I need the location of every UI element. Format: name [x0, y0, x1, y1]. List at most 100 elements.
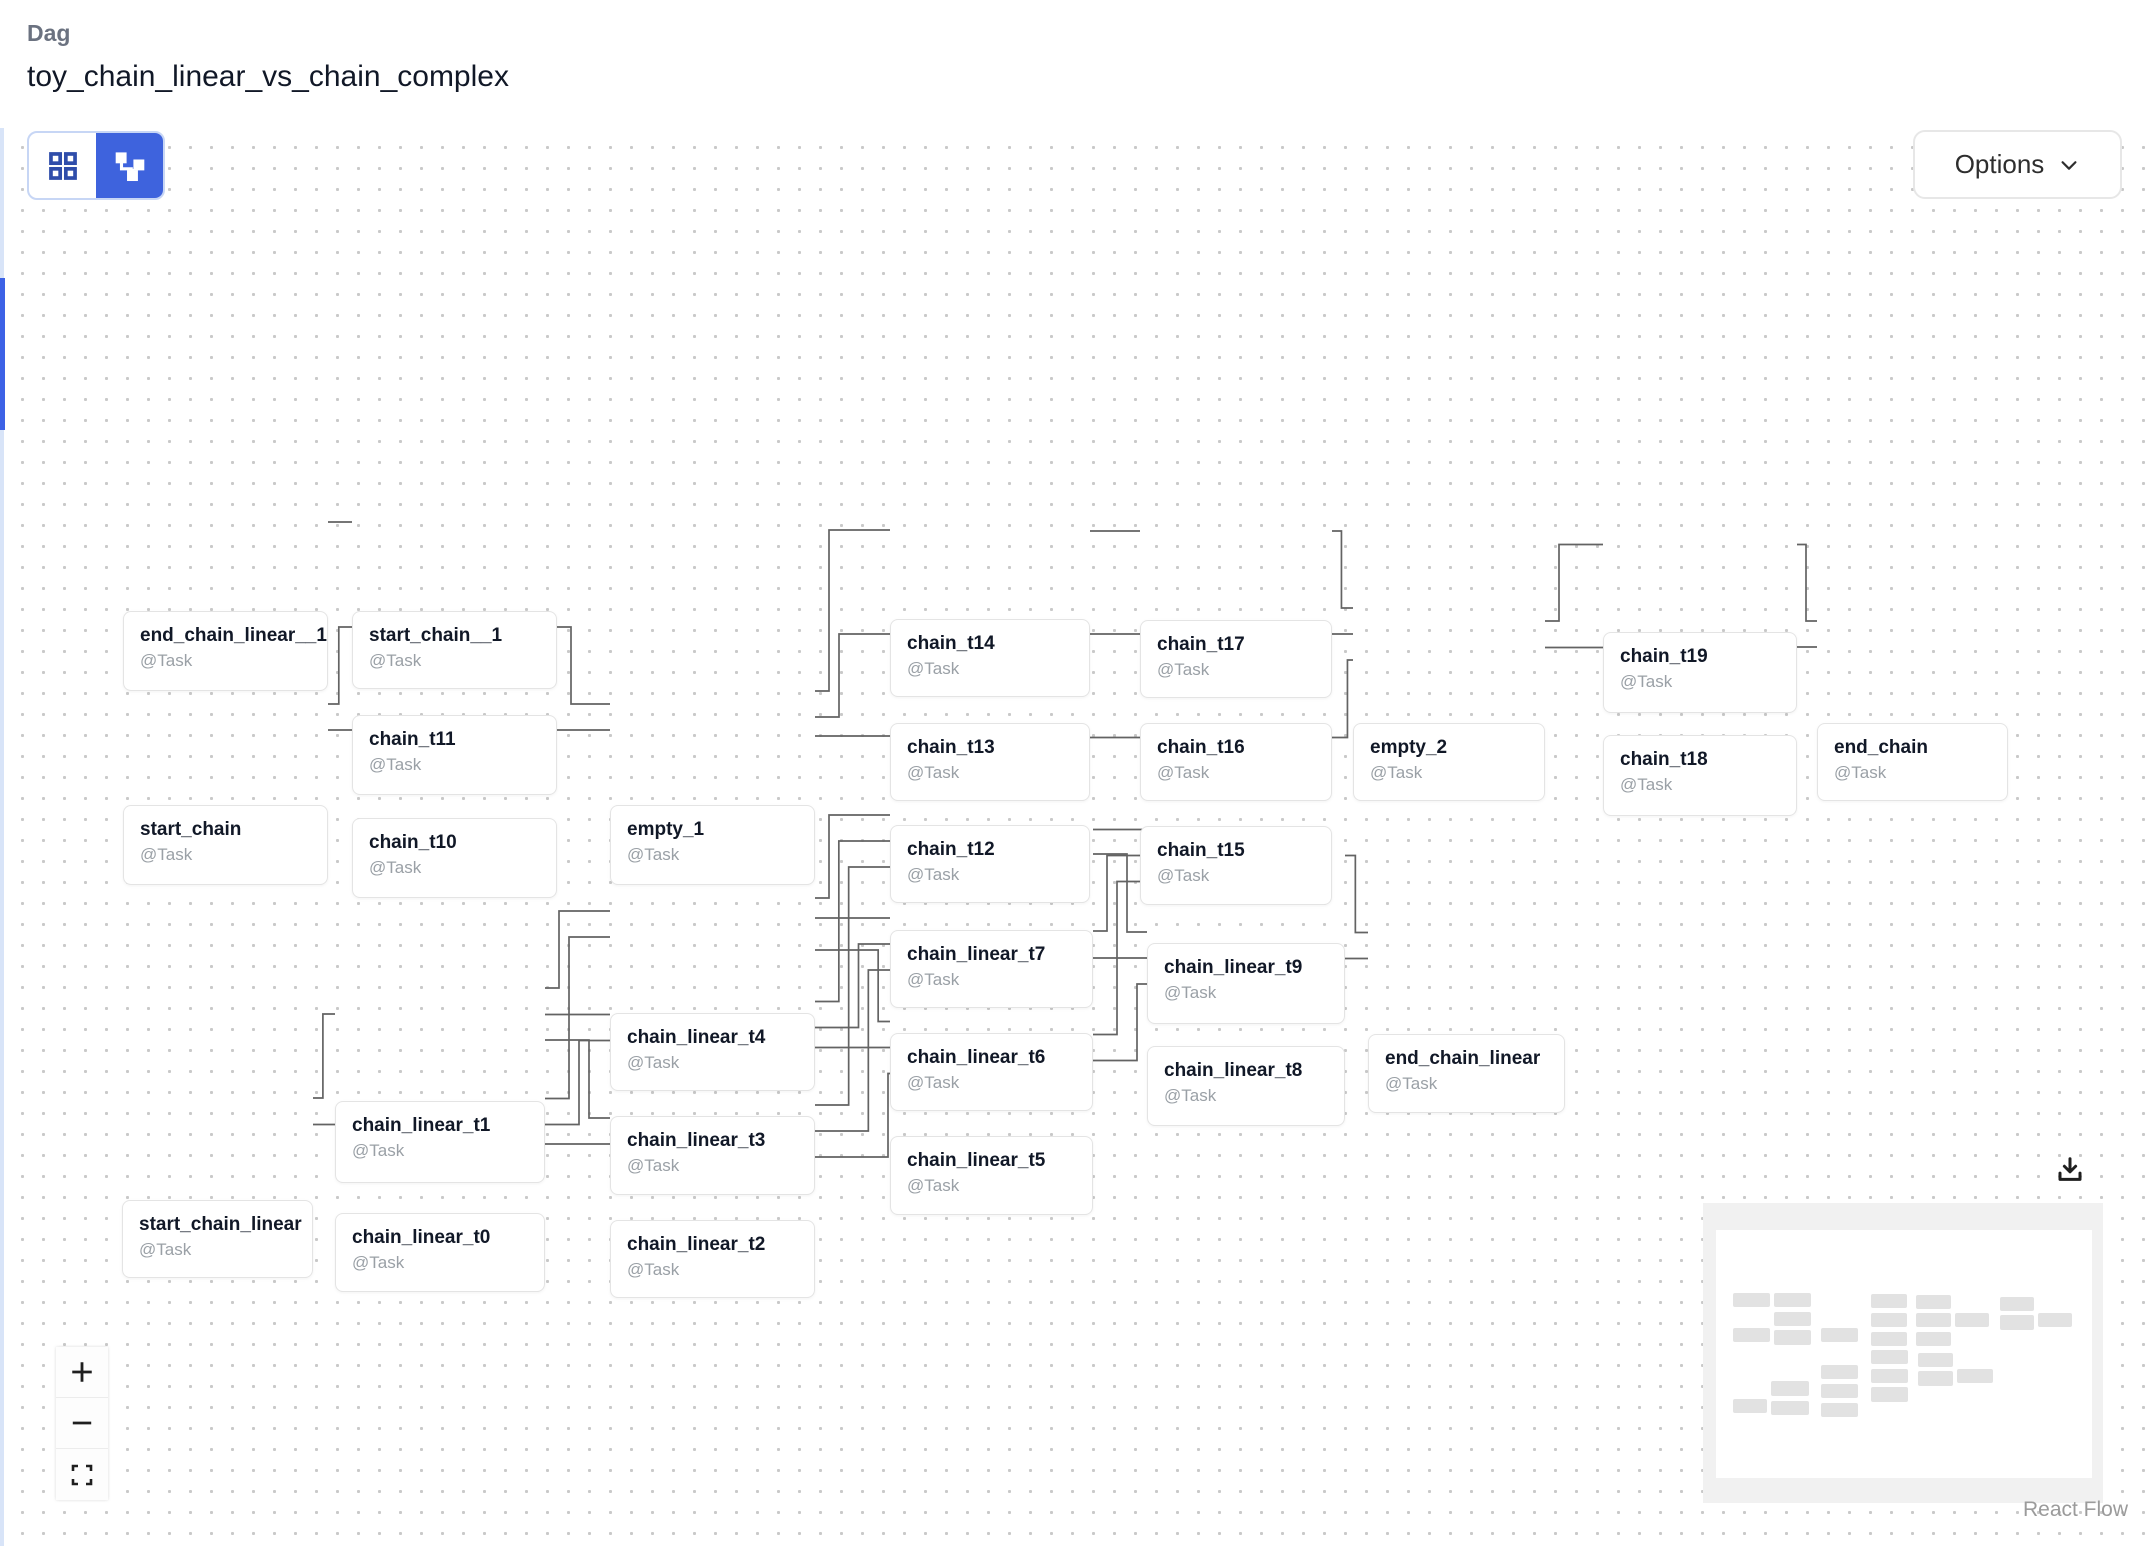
node-title: chain_linear_t1 [352, 1115, 491, 1136]
minimap-node [1871, 1350, 1908, 1365]
node-empty_2[interactable]: empty_2@Task [1353, 723, 1545, 801]
node-subtitle: @Task [369, 651, 422, 670]
node-chain_linear_t8[interactable]: chain_linear_t8@Task [1147, 1046, 1345, 1126]
node-chain_linear_t9[interactable]: chain_linear_t9@Task [1147, 943, 1345, 1024]
node-subtitle: @Task [907, 763, 960, 782]
node-start_chain[interactable]: start_chain@Task [123, 805, 328, 885]
edge [815, 529, 890, 692]
node-subtitle: @Task [1620, 672, 1673, 691]
node-chain_t10[interactable]: chain_t10@Task [352, 818, 557, 898]
download-image-button[interactable] [2048, 1148, 2092, 1192]
node-chain_linear_t0[interactable]: chain_linear_t0@Task [335, 1213, 545, 1292]
minimap-node [1733, 1399, 1768, 1413]
node-subtitle: @Task [907, 659, 960, 678]
view-toggle-group [27, 131, 165, 200]
node-start_chain__1[interactable]: start_chain__1 @Task [352, 611, 557, 689]
node-start_chain_linear[interactable]: start_chain_linear@Task [122, 1200, 313, 1278]
node-title: chain_t11 [369, 729, 456, 750]
node-subtitle: @Task [352, 1141, 405, 1160]
node-chain_linear_t3[interactable]: chain_linear_t3@Task [610, 1116, 815, 1195]
edge [1545, 543, 1603, 622]
page-title: toy_chain_linear_vs_chain_complex [27, 60, 509, 93]
node-chain_linear_t2[interactable]: chain_linear_t2@Task [610, 1220, 815, 1298]
minimap-node [1954, 1313, 1990, 1328]
node-subtitle: @Task [1620, 775, 1673, 794]
edge [1332, 659, 1353, 739]
edge-layer [313, 521, 1817, 1158]
node-chain_linear_t5[interactable]: chain_linear_t5 @Task [890, 1136, 1093, 1215]
chevron-down-icon [2061, 160, 2077, 170]
node-subtitle: @Task [907, 970, 960, 989]
minimap-node [1774, 1330, 1812, 1345]
flow-canvas[interactable]: end_chain_linear__1 @Task start_chain__1 @T… [0, 128, 2148, 1546]
edge [815, 969, 890, 1132]
edge [557, 626, 610, 705]
node-chain_linear_t4[interactable]: chain_linear_t4@Task [610, 1013, 815, 1091]
node-chain_t15[interactable]: chain_t15@Task [1140, 826, 1332, 905]
node-end_chain_linear[interactable]: end_chain_linear @Task [1368, 1034, 1565, 1113]
node-chain_linear_t6[interactable]: chain_linear_t6@Task [890, 1033, 1093, 1111]
node-subtitle: @Task [369, 755, 422, 774]
minimap-node [1771, 1401, 1810, 1416]
node-chain_t18[interactable]: chain_t18@Task [1603, 735, 1797, 816]
left-scrollbar-thumb[interactable] [0, 278, 5, 430]
node-subtitle: @Task [352, 1253, 405, 1272]
node-chain_t19[interactable]: chain_t19@Task [1603, 632, 1797, 713]
node-title: end_chain_linear__1 [140, 625, 327, 646]
edge [815, 943, 890, 1029]
edge [545, 1039, 610, 1126]
node-subtitle: @Task [627, 1156, 680, 1175]
zoom-controls [56, 1347, 108, 1500]
grid-view-button[interactable] [29, 133, 96, 198]
node-empty_1[interactable]: empty_1@Task [610, 805, 815, 885]
edge [815, 633, 890, 718]
node-subtitle: @Task [1385, 1074, 1438, 1093]
minimap[interactable] [1703, 1203, 2103, 1503]
zoom-out-button[interactable] [56, 1398, 108, 1449]
node-chain_t16[interactable]: chain_t16 @Task [1140, 723, 1332, 801]
graph-view-button[interactable] [96, 133, 163, 198]
node-title: start_chain__1 [369, 625, 503, 646]
download-icon [2058, 1157, 2082, 1181]
fit-view-icon [71, 1464, 93, 1485]
edge [815, 840, 890, 1003]
minimap-node [1820, 1383, 1858, 1398]
plus-icon [72, 1362, 92, 1382]
node-chain_t11[interactable]: chain_t11 @Task [352, 715, 557, 795]
node-chain_t17[interactable]: chain_t17@Task [1140, 620, 1332, 698]
fit-view-button[interactable] [56, 1449, 108, 1500]
node-subtitle: @Task [1834, 763, 1887, 782]
node-chain_t12[interactable]: chain_t12@Task [890, 825, 1090, 903]
minimap-node [1999, 1296, 2035, 1312]
node-title: chain_t15 [1157, 840, 1245, 861]
node-end_chain[interactable]: end_chain @Task [1817, 723, 2008, 801]
react-flow-attribution[interactable]: React Flow [2022, 1498, 2128, 1521]
node-chain_linear_t1[interactable]: chain_linear_t1 @Task [335, 1101, 545, 1183]
node-subtitle: @Task [907, 1176, 960, 1195]
node-chain_t14[interactable]: chain_t14@Task [890, 619, 1090, 697]
node-title: start_chain [140, 819, 242, 840]
edge [1093, 854, 1147, 932]
node-subtitle: @Task [1157, 763, 1210, 782]
node-chain_t13[interactable]: chain_t13@Task [890, 723, 1090, 801]
node-subtitle: @Task [1370, 763, 1423, 782]
node-title: end_chain [1834, 737, 1928, 758]
node-end_chain_linear__1[interactable]: end_chain_linear__1 @Task [123, 611, 328, 691]
minimap-node [1871, 1368, 1908, 1383]
node-chain_linear_t7[interactable]: chain_linear_t7@Task [890, 930, 1093, 1008]
page-kicker: Dag [27, 20, 71, 46]
zoom-in-button[interactable] [56, 1347, 108, 1398]
minimap-node [1820, 1402, 1858, 1417]
minimap-node [1916, 1331, 1951, 1346]
node-title: end_chain_linear [1385, 1048, 1541, 1069]
node-title: chain_t16 [1157, 737, 1245, 758]
node-subtitle: @Task [139, 1240, 192, 1259]
edge [1093, 983, 1147, 1062]
edge [313, 1013, 335, 1099]
node-title: chain_t10 [369, 832, 457, 853]
node-subtitle: @Task [140, 651, 193, 670]
node-title: chain_linear_t5 [907, 1150, 1046, 1171]
options-button[interactable]: Options [1913, 130, 2122, 199]
edge [1797, 543, 1817, 622]
edge [815, 949, 890, 1023]
